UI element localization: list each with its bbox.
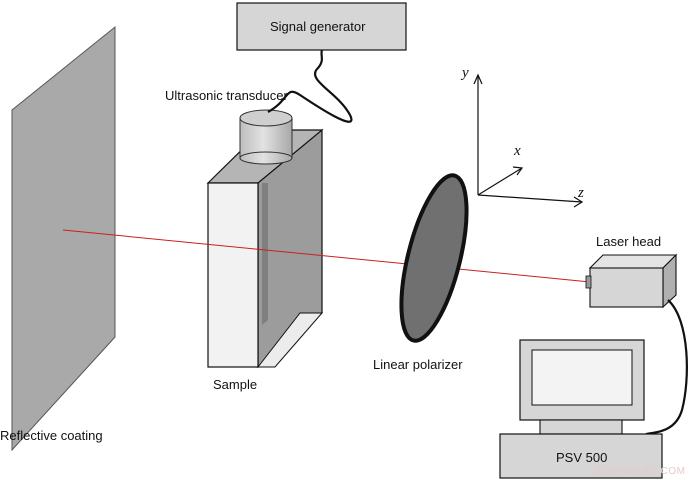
- linear-polarizer-label: Linear polarizer: [373, 357, 463, 372]
- signal-generator-label: Signal generator: [270, 19, 366, 34]
- sample-front-face: [207, 182, 259, 368]
- x-axis-label: x: [514, 143, 521, 159]
- laser-head-cable: [645, 299, 688, 436]
- laser-head-label: Laser head: [596, 234, 662, 249]
- psv-base: [499, 433, 663, 479]
- laser-beam: [62, 229, 591, 283]
- sample-inner-bottom: [256, 312, 324, 368]
- sample-inner-wall: [262, 183, 268, 325]
- laser-head: [585, 253, 678, 309]
- psv-workstation: [499, 339, 663, 479]
- monitor-screen: [531, 349, 633, 406]
- reflective-coating-label: Reflective coating: [0, 428, 103, 443]
- reflective-coating-plate: [11, 25, 116, 452]
- psv-label: PSV 500: [556, 450, 608, 465]
- y-axis-label: y: [462, 65, 469, 81]
- ultrasonic-transducer-label: Ultrasonic transducer: [165, 88, 288, 103]
- z-axis-label: z: [578, 185, 584, 201]
- coordinate-axes: [473, 73, 584, 208]
- watermark: SCIENCEAQ.COM: [594, 466, 686, 477]
- ultrasonic-transducer: [239, 109, 293, 165]
- monitor-stand: [539, 419, 623, 435]
- sample-label: Sample: [213, 377, 258, 392]
- transducer-cable: [267, 49, 353, 123]
- linear-polarizer: [399, 173, 469, 343]
- signal-generator-box: [236, 2, 407, 51]
